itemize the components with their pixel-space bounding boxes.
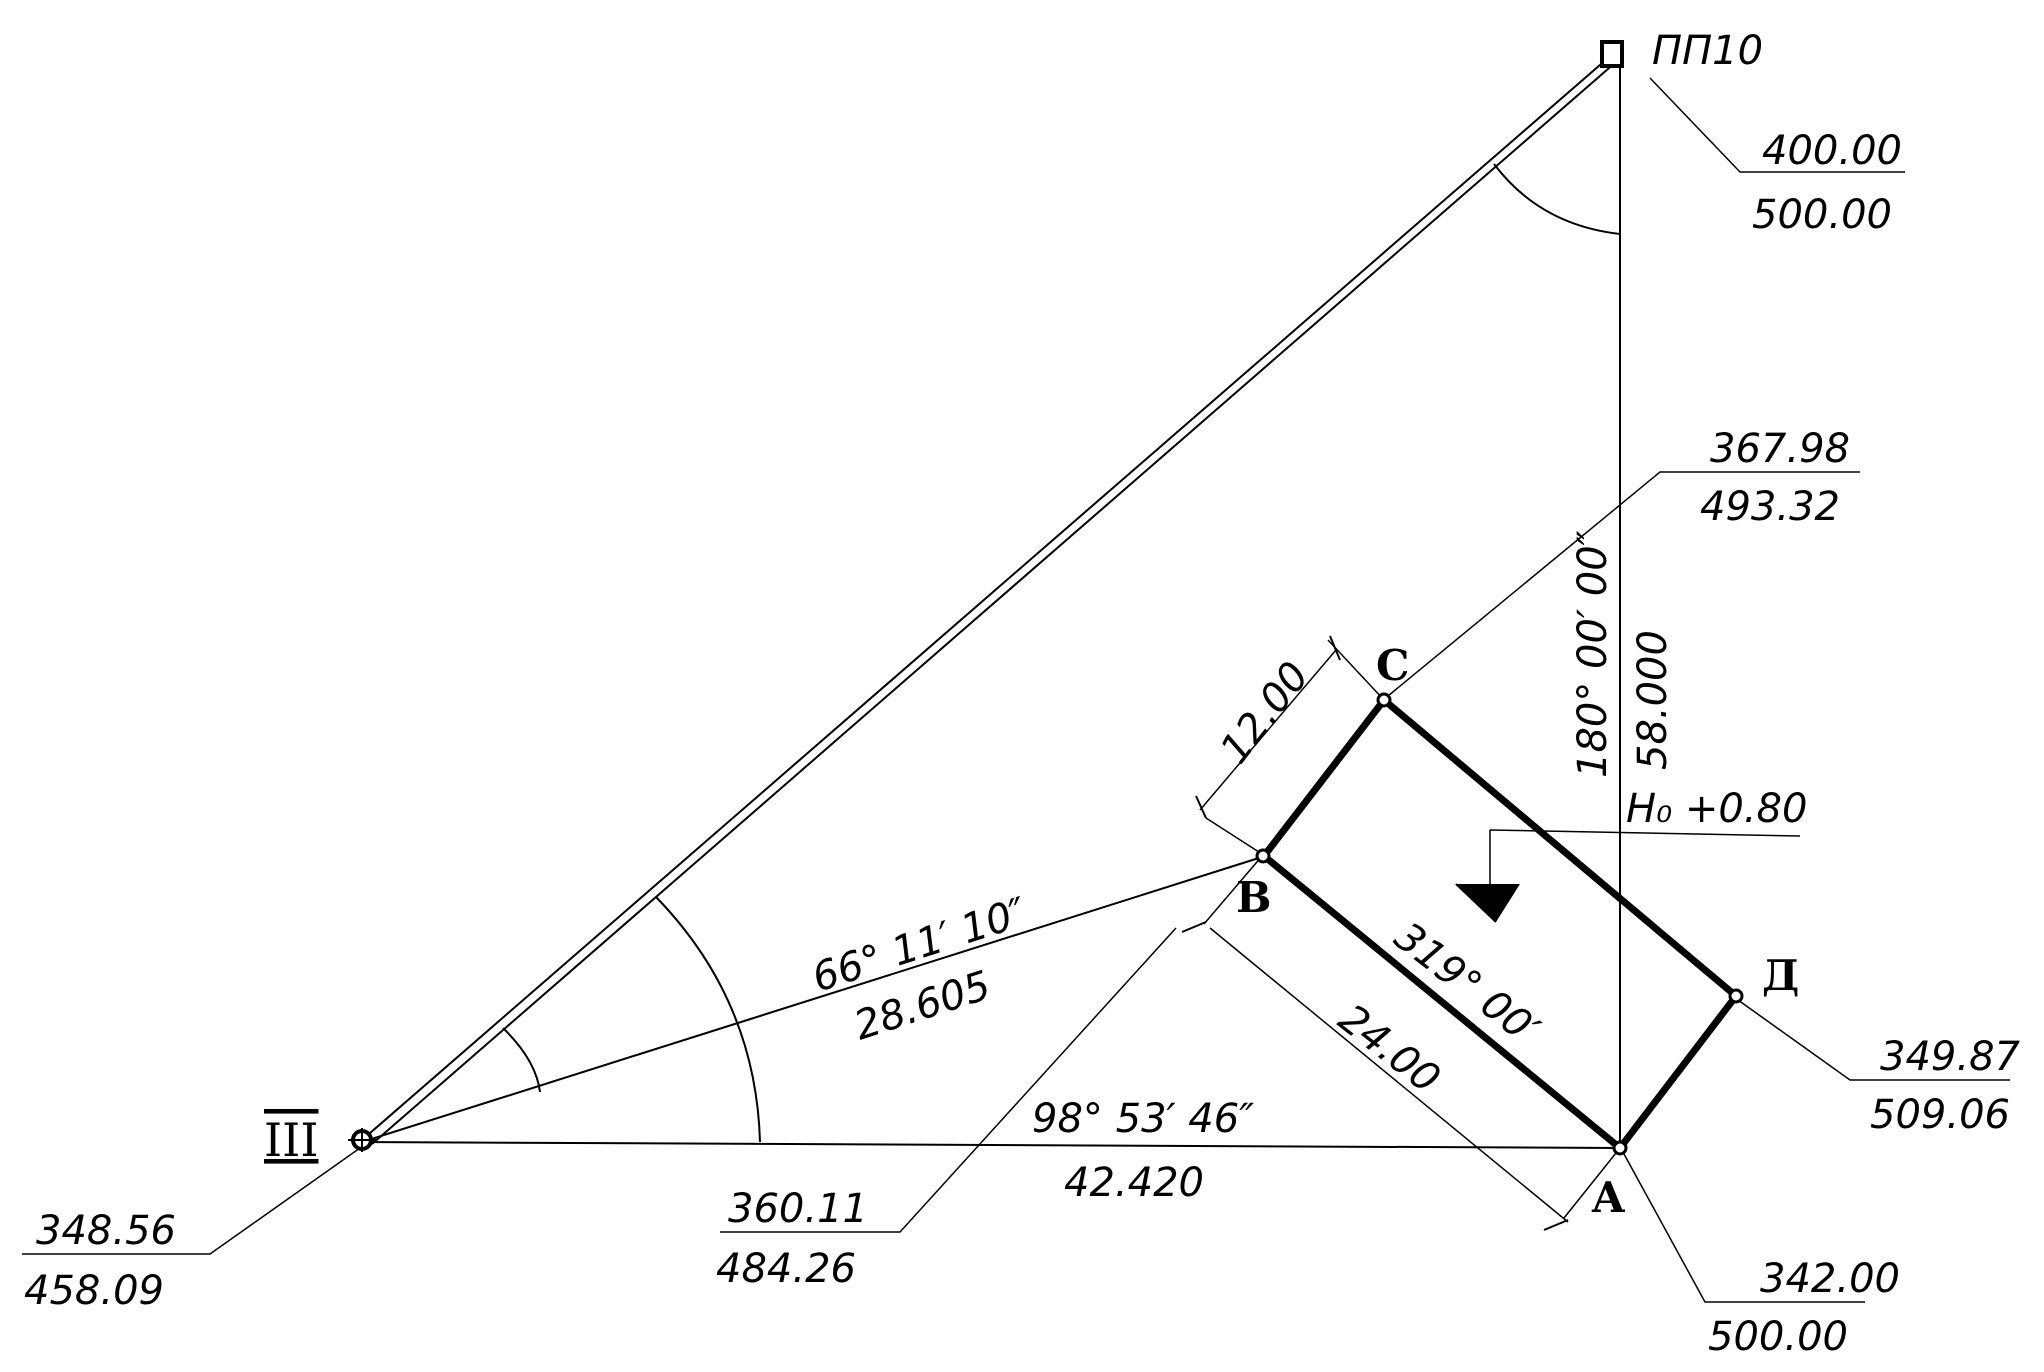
point-c-marker — [1376, 692, 1392, 708]
a-x: 342.00 — [1760, 1256, 1900, 1302]
bc-length: 12.00 — [1212, 654, 1319, 773]
iii-a-distance: 42.420 — [1064, 1160, 1204, 1206]
sight-line-iii-a — [361, 1141, 1621, 1149]
angle-arc-iii-small — [502, 1027, 541, 1093]
angle-arc-pp10 — [1493, 163, 1621, 235]
iii-y: 458.09 — [24, 1268, 164, 1314]
c-x: 367.98 — [1710, 426, 1850, 472]
iii-a-angle: 98° 53′ 46″ — [1032, 1096, 1254, 1142]
sight-line-iii-pp10 — [361, 57, 1617, 1145]
dimension-ab — [1181, 855, 1621, 1231]
elevation-marker — [1455, 829, 1801, 923]
elevation-label: H₀ +0.80 — [1626, 786, 1807, 832]
point-a-marker — [1612, 1140, 1628, 1156]
point-d-marker — [1728, 988, 1744, 1004]
leader-lines — [22, 77, 2010, 1303]
iii-x: 348.56 — [36, 1208, 176, 1254]
point-c-label: C — [1376, 641, 1409, 690]
sight-line-iii-b — [361, 856, 1263, 1143]
point-a-label: A — [1591, 1173, 1626, 1222]
station-iii-label: III — [264, 1113, 319, 1167]
b-x: 360.11 — [728, 1186, 868, 1232]
c-y: 493.32 — [1700, 484, 1840, 530]
station-iii-marker — [348, 1128, 376, 1152]
a-y: 500.00 — [1708, 1314, 1848, 1360]
d-x: 349.87 — [1880, 1034, 2021, 1080]
pp10-marker — [1600, 40, 1624, 68]
angle-arc-iii-large — [655, 896, 761, 1143]
pp10-y: 500.00 — [1752, 192, 1892, 238]
ab-length: 24.00 — [1330, 996, 1449, 1103]
point-d-label: Д — [1762, 951, 1799, 1000]
point-b-label: B — [1236, 873, 1272, 922]
point-b-marker — [1255, 848, 1271, 864]
ab-bearing: 319° 00′ — [1386, 914, 1548, 1054]
d-y: 509.06 — [1870, 1092, 2010, 1138]
b-y: 484.26 — [716, 1246, 856, 1292]
pp10-label: ПП10 — [1652, 28, 1763, 74]
pp10-x: 400.00 — [1762, 128, 1902, 174]
dimension-bc — [1195, 635, 1385, 855]
pp10-a-angle: 180° 00′ 00″ — [1570, 530, 1616, 778]
pp10-a-distance: 58.000 — [1630, 630, 1676, 770]
